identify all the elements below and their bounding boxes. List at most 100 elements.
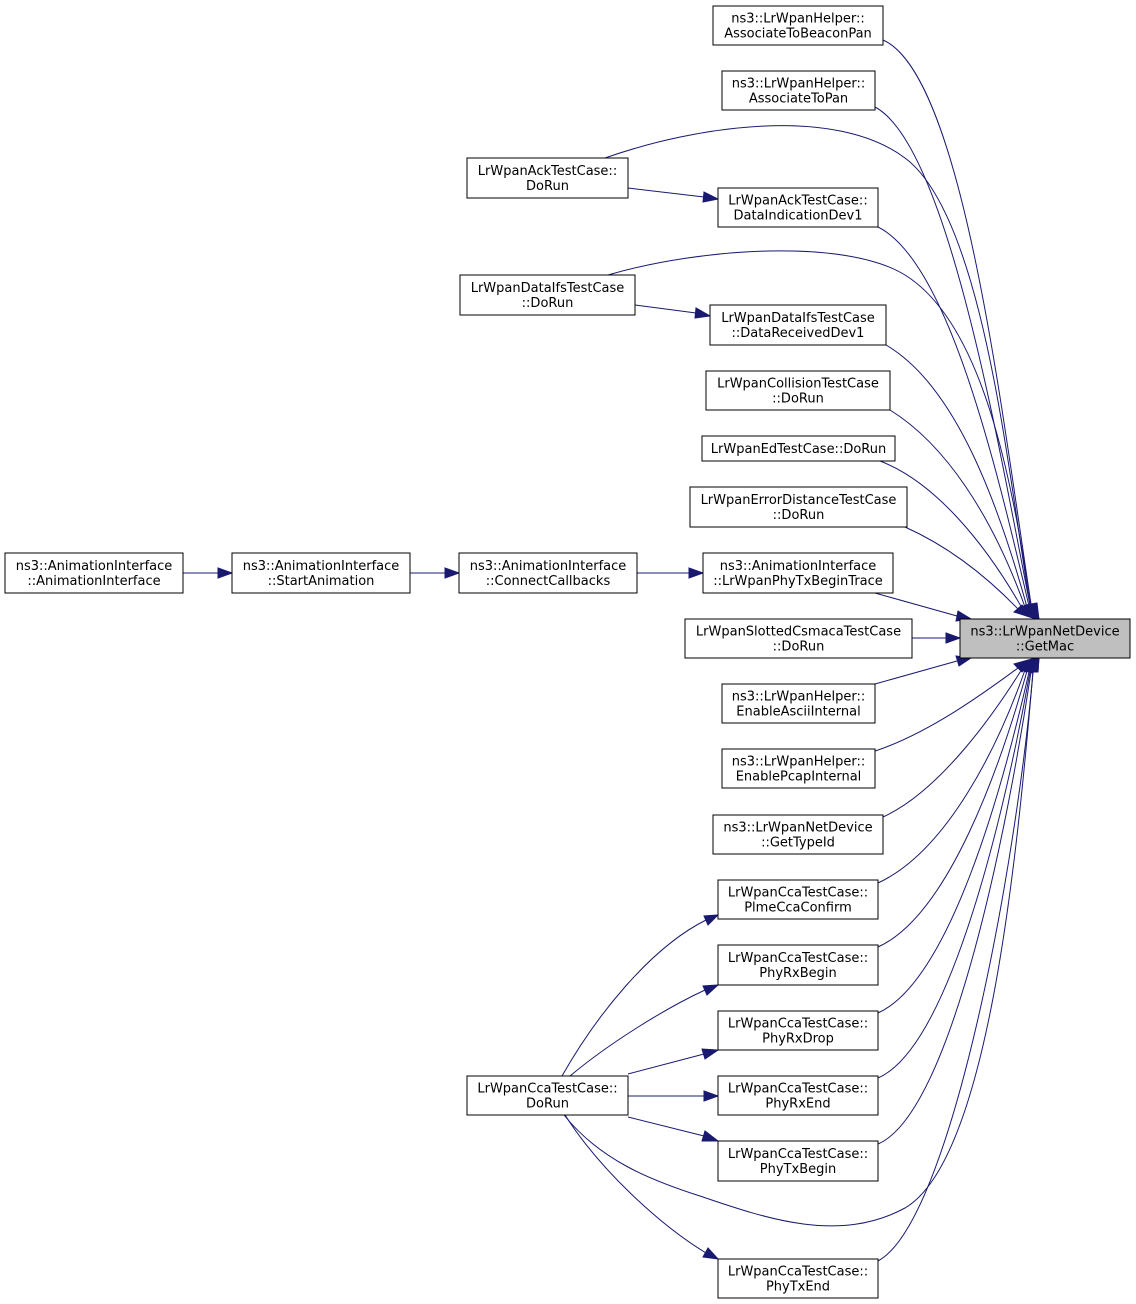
node-label-line: LrWpanAckTestCase:: — [478, 164, 617, 179]
arrowhead — [702, 984, 720, 996]
node-box — [721, 748, 876, 789]
node-slotted-dorun[interactable]: LrWpanSlottedCsmacaTestCase::DoRun — [684, 618, 913, 659]
edge-errdist_dorun-to-getmac — [904, 526, 1040, 621]
edge-line — [877, 226, 1030, 607]
node-label-line: PhyRxDrop — [762, 1032, 834, 1047]
edge-line — [627, 1053, 705, 1075]
node-label-line: PhyRxBegin — [759, 966, 837, 981]
node-label-line: ::GetMac — [1016, 640, 1074, 655]
edge-line — [882, 39, 1032, 605]
node-box — [959, 618, 1131, 659]
node-assoc-pan[interactable]: ns3::LrWpanHelper::AssociateToPan — [721, 70, 876, 111]
node-label-line: LrWpanCcaTestCase:: — [728, 1147, 868, 1162]
node-label-line: AssociateToBeaconPan — [724, 27, 872, 42]
edge-line — [564, 1114, 707, 1254]
node-label-line: LrWpanCcaTestCase:: — [728, 951, 868, 966]
edge-line — [627, 187, 705, 198]
node-ack-dataind[interactable]: LrWpanAckTestCase::DataIndicationDev1 — [717, 187, 879, 228]
node-box — [717, 187, 879, 228]
node-box — [684, 618, 913, 659]
node-box — [689, 486, 908, 528]
node-typeid[interactable]: ns3::LrWpanNetDevice::GetTypeId — [712, 814, 884, 855]
node-label-line: DoRun — [526, 179, 569, 194]
edge-line — [874, 592, 958, 617]
node-ifs-dorun[interactable]: LrWpanDataIfsTestCase::DoRun — [459, 274, 636, 316]
edge-slotted_dorun-to-getmac — [912, 632, 962, 644]
edge-line — [561, 919, 707, 1077]
edge-ifs_dorun-to-ifs_datarecv — [634, 304, 712, 319]
arrowhead — [703, 1090, 720, 1102]
node-label-line: ns3::LrWpanHelper:: — [731, 12, 864, 27]
node-assoc-beacon[interactable]: ns3::LrWpanHelper::AssociateToBeaconPan — [712, 5, 884, 46]
node-label-line: LrWpanCcaTestCase:: — [728, 1082, 868, 1097]
node-pcap[interactable]: ns3::LrWpanHelper::EnablePcapInternal — [721, 748, 876, 789]
node-label-line: EnableAsciiInternal — [736, 705, 860, 720]
node-label-line: LrWpanCollisionTestCase — [717, 377, 879, 392]
node-box — [712, 5, 884, 46]
edge-cca_rxdrop-to-getmac — [877, 655, 1041, 1014]
arrowhead — [217, 567, 234, 579]
edge-line — [634, 304, 697, 314]
node-ack-dorun[interactable]: LrWpanAckTestCase::DoRun — [466, 157, 629, 199]
node-cca-rxdrop[interactable]: LrWpanCcaTestCase::PhyRxDrop — [717, 1010, 879, 1051]
arrowhead — [1013, 604, 1040, 621]
node-label-line: ::ConnectCallbacks — [486, 574, 611, 589]
node-anim-ctor[interactable]: ns3::AnimationInterface::AnimationInterf… — [4, 552, 184, 594]
node-box — [717, 944, 879, 986]
node-collision-dorun[interactable]: LrWpanCollisionTestCase::DoRun — [705, 370, 891, 411]
node-box — [231, 552, 411, 594]
node-label-line: ::DoRun — [773, 508, 825, 523]
arrowhead — [694, 307, 712, 319]
node-cca-txbegin[interactable]: LrWpanCcaTestCase::PhyTxBegin — [717, 1140, 879, 1182]
node-box — [458, 552, 638, 594]
edge-line — [877, 671, 1034, 1262]
node-box — [701, 435, 896, 462]
node-label-line: ::LrWpanPhyTxBeginTrace — [713, 574, 883, 589]
node-cca-rxbegin[interactable]: LrWpanCcaTestCase::PhyRxBegin — [717, 944, 879, 986]
edge-cca_dorun-to-cca_plme — [561, 914, 720, 1077]
edge-line — [885, 344, 1028, 608]
node-box — [702, 552, 894, 594]
node-getmac: ns3::LrWpanNetDevice::GetMac — [959, 618, 1131, 659]
node-label-line: PhyTxEnd — [766, 1280, 830, 1295]
node-anim-phytx[interactable]: ns3::AnimationInterface::LrWpanPhyTxBegi… — [702, 552, 894, 594]
node-label-line: ns3::AnimationInterface — [470, 559, 627, 574]
call-nodes: ns3::LrWpanNetDevice::GetMacns3::LrWpanH… — [4, 5, 1131, 1299]
node-label-line: AssociateToPan — [749, 92, 848, 107]
edge-line — [874, 106, 1031, 606]
node-anim-start[interactable]: ns3::AnimationInterface::StartAnimation — [231, 552, 411, 594]
node-cca-plme[interactable]: LrWpanCcaTestCase::PlmeCcaConfirm — [717, 879, 879, 920]
edge-cca_dorun-to-cca_txbegin — [627, 1116, 720, 1142]
node-box — [709, 304, 887, 346]
node-label-line: LrWpanDataIfsTestCase — [721, 311, 875, 326]
node-anim-connect[interactable]: ns3::AnimationInterface::ConnectCallback… — [458, 552, 638, 594]
edge-ascii-to-getmac — [874, 655, 973, 685]
node-errdist-dorun[interactable]: LrWpanErrorDistanceTestCase::DoRun — [689, 486, 908, 528]
edge-cca_dorun-to-cca_rxdrop — [627, 1048, 720, 1075]
node-box — [717, 1258, 879, 1299]
arrowhead — [945, 632, 962, 644]
node-label-line: PhyRxEnd — [765, 1097, 830, 1112]
node-label-line: ns3::LrWpanHelper:: — [732, 77, 865, 92]
edge-line — [874, 660, 958, 685]
node-ifs-datarecv[interactable]: LrWpanDataIfsTestCase::DataReceivedDev1 — [709, 304, 887, 346]
node-cca-rxend[interactable]: LrWpanCcaTestCase::PhyRxEnd — [717, 1075, 879, 1116]
node-box — [459, 274, 636, 316]
node-label-line: ns3::LrWpanNetDevice — [723, 821, 872, 836]
node-box — [466, 157, 629, 199]
edge-cca_dorun-to-cca_rxbegin — [569, 984, 720, 1077]
node-label-line: ns3::LrWpanHelper:: — [732, 690, 865, 705]
edge-line — [563, 671, 1034, 1227]
arrowhead — [703, 914, 720, 926]
edge-cca_dorun-to-cca_txend — [564, 1114, 720, 1260]
node-box — [717, 1140, 879, 1182]
node-label-line: PlmeCcaConfirm — [744, 901, 852, 916]
node-label-line: LrWpanAckTestCase:: — [728, 194, 867, 209]
node-ed-dorun[interactable]: LrWpanEdTestCase::DoRun — [701, 435, 896, 462]
node-cca-dorun[interactable]: LrWpanCcaTestCase::DoRun — [466, 1075, 629, 1116]
node-ascii[interactable]: ns3::LrWpanHelper::EnableAsciiInternal — [721, 683, 876, 724]
node-cca-txend[interactable]: LrWpanCcaTestCase::PhyTxEnd — [717, 1258, 879, 1299]
arrowhead — [701, 1048, 720, 1060]
node-label-line: LrWpanCcaTestCase:: — [728, 886, 868, 901]
